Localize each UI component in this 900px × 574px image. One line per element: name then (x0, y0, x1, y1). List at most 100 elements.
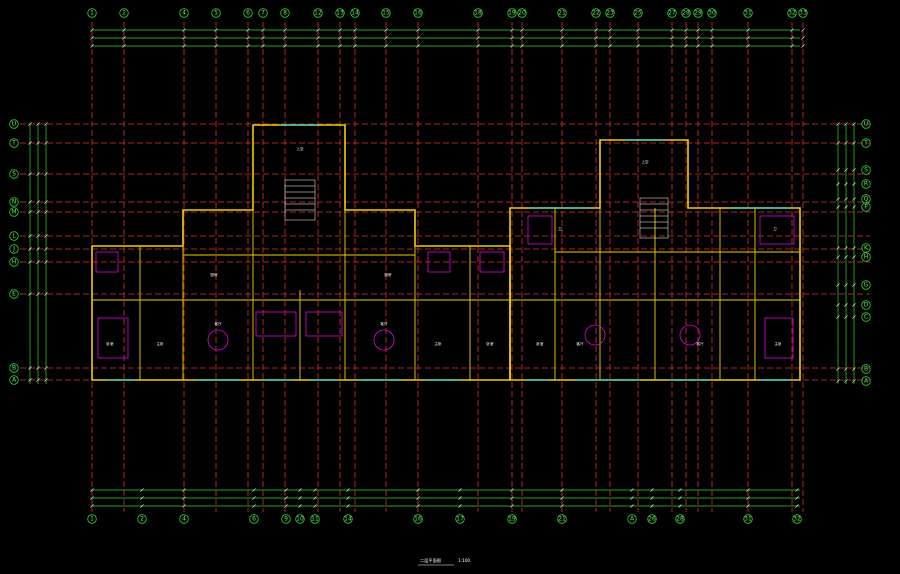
axis-top-label: 20 (518, 10, 526, 17)
axis-right-label: S (864, 167, 868, 174)
axis-right-label: U (864, 121, 868, 128)
axis-bottom-label: 16 (414, 516, 422, 523)
axis-right-bubble (861, 179, 871, 189)
room-label-living-right-1: 客厅 (576, 341, 584, 346)
axis-top-label: 13 (336, 10, 344, 17)
axis-left-label: E (12, 291, 16, 298)
axis-left-bubble (9, 138, 19, 148)
interior-walls (92, 208, 800, 380)
axis-left-label: T (11, 140, 16, 147)
room-label-master-right: 主卧 (774, 341, 782, 346)
axis-right-bubble (861, 280, 871, 290)
room-label-master-left: 主卧 (156, 341, 164, 346)
room-label-lobby-right: 上空 (641, 159, 649, 164)
room-label-bedroom-left: 卧室 (106, 341, 114, 346)
axis-left-label: A (12, 377, 17, 384)
axis-top-label: 14 (351, 10, 359, 17)
axis-top-bubble (693, 8, 703, 18)
axis-top-label: 12 (314, 10, 322, 17)
axis-left-label: J (12, 246, 15, 253)
axis-bottom-bubble (249, 514, 259, 524)
axis-right-label: G (864, 282, 869, 289)
axis-top-label: 6 (246, 10, 250, 17)
axis-bottom-bubble (295, 514, 305, 524)
axis-left-label: U (12, 121, 16, 128)
axis-right-label: H (864, 254, 869, 261)
axis-left-bubble (9, 231, 19, 241)
axis-right-bubble (861, 376, 871, 386)
axis-bottom-bubble (507, 514, 517, 524)
axis-bottom-label: 2 (140, 516, 144, 523)
axis-right-label: T (863, 140, 868, 147)
axis-top-label: 21 (558, 10, 566, 17)
axis-top-label: 28 (682, 10, 690, 17)
axis-bottom-bubble (87, 514, 97, 524)
axis-top-bubble (517, 8, 527, 18)
axis-bottom-label: 10 (296, 516, 304, 523)
axis-top-label: 30 (708, 10, 716, 17)
dimension-ticks (28, 28, 856, 508)
axis-top-bubble (743, 8, 753, 18)
axis-top-label: 18 (474, 10, 482, 17)
axis-top-label: 2 (122, 10, 126, 17)
room-label-bath-right-1: 卫 (558, 227, 562, 231)
axis-bottom-label: 6 (252, 516, 256, 523)
axis-top-bubble (179, 8, 189, 18)
windows (108, 124, 790, 381)
axis-left-label: L (12, 233, 16, 240)
axis-top-bubble (381, 8, 391, 18)
axis-left-label: M (11, 209, 16, 216)
axis-top-label: 7 (261, 10, 265, 17)
axis-right-bubble (861, 252, 871, 262)
axis-bottom-bubble (137, 514, 147, 524)
axis-top-label: 27 (668, 10, 676, 17)
room-label-master-mid: 主卧 (434, 341, 442, 346)
axis-right-label: D (864, 302, 869, 309)
axis-bottom-bubble (455, 514, 465, 524)
room-label-lobby-left: 上空 (296, 146, 304, 151)
axis-bottom-label: 1 (90, 516, 94, 523)
axis-right-label: C (864, 314, 868, 321)
axis-right-label: Q (864, 196, 869, 203)
axis-right-bubble (861, 312, 871, 322)
axis-bottom-bubble (310, 514, 320, 524)
axis-left-bubble (9, 363, 19, 373)
axis-bottom-bubble (281, 514, 291, 524)
axis-top-label: 15 (382, 10, 390, 17)
axis-right-label: K (864, 245, 869, 252)
axis-top-bubble (243, 8, 253, 18)
axis-bottom-label: A (630, 516, 635, 523)
dimension-lines (29, 29, 855, 507)
axis-left-bubble (9, 119, 19, 129)
axis-bottom-label: 4 (182, 516, 186, 523)
axis-top-bubble (507, 8, 517, 18)
axis-bottom-bubble (413, 514, 423, 524)
axis-left-label: B (12, 365, 16, 372)
axis-top-bubble (681, 8, 691, 18)
axis-top-label: 1 (90, 10, 94, 17)
axis-top-label: 33 (799, 10, 807, 17)
axis-top-bubble (313, 8, 323, 18)
room-label-kitchen-right: 厨房 (384, 272, 392, 277)
axis-bottom-bubble (179, 514, 189, 524)
axis-bottom-bubble (627, 514, 637, 524)
axis-top-label: 31 (744, 10, 752, 17)
axis-left-bubble (9, 169, 19, 179)
axis-left-bubble (9, 375, 19, 385)
axis-top-bubble (591, 8, 601, 18)
axis-bottom-label: 14 (344, 516, 352, 523)
axis-top-bubble (667, 8, 677, 18)
axis-top-bubble (557, 8, 567, 18)
axis-top-label: 5 (214, 10, 218, 17)
axis-top-bubble (211, 8, 221, 18)
axis-top-bubble (335, 8, 345, 18)
vertical-axis-lines (91, 22, 804, 512)
axis-top-bubble (119, 8, 129, 18)
axis-right-bubble (861, 138, 871, 148)
axis-top-bubble (280, 8, 290, 18)
axis-bottom-label: 26 (648, 516, 656, 523)
